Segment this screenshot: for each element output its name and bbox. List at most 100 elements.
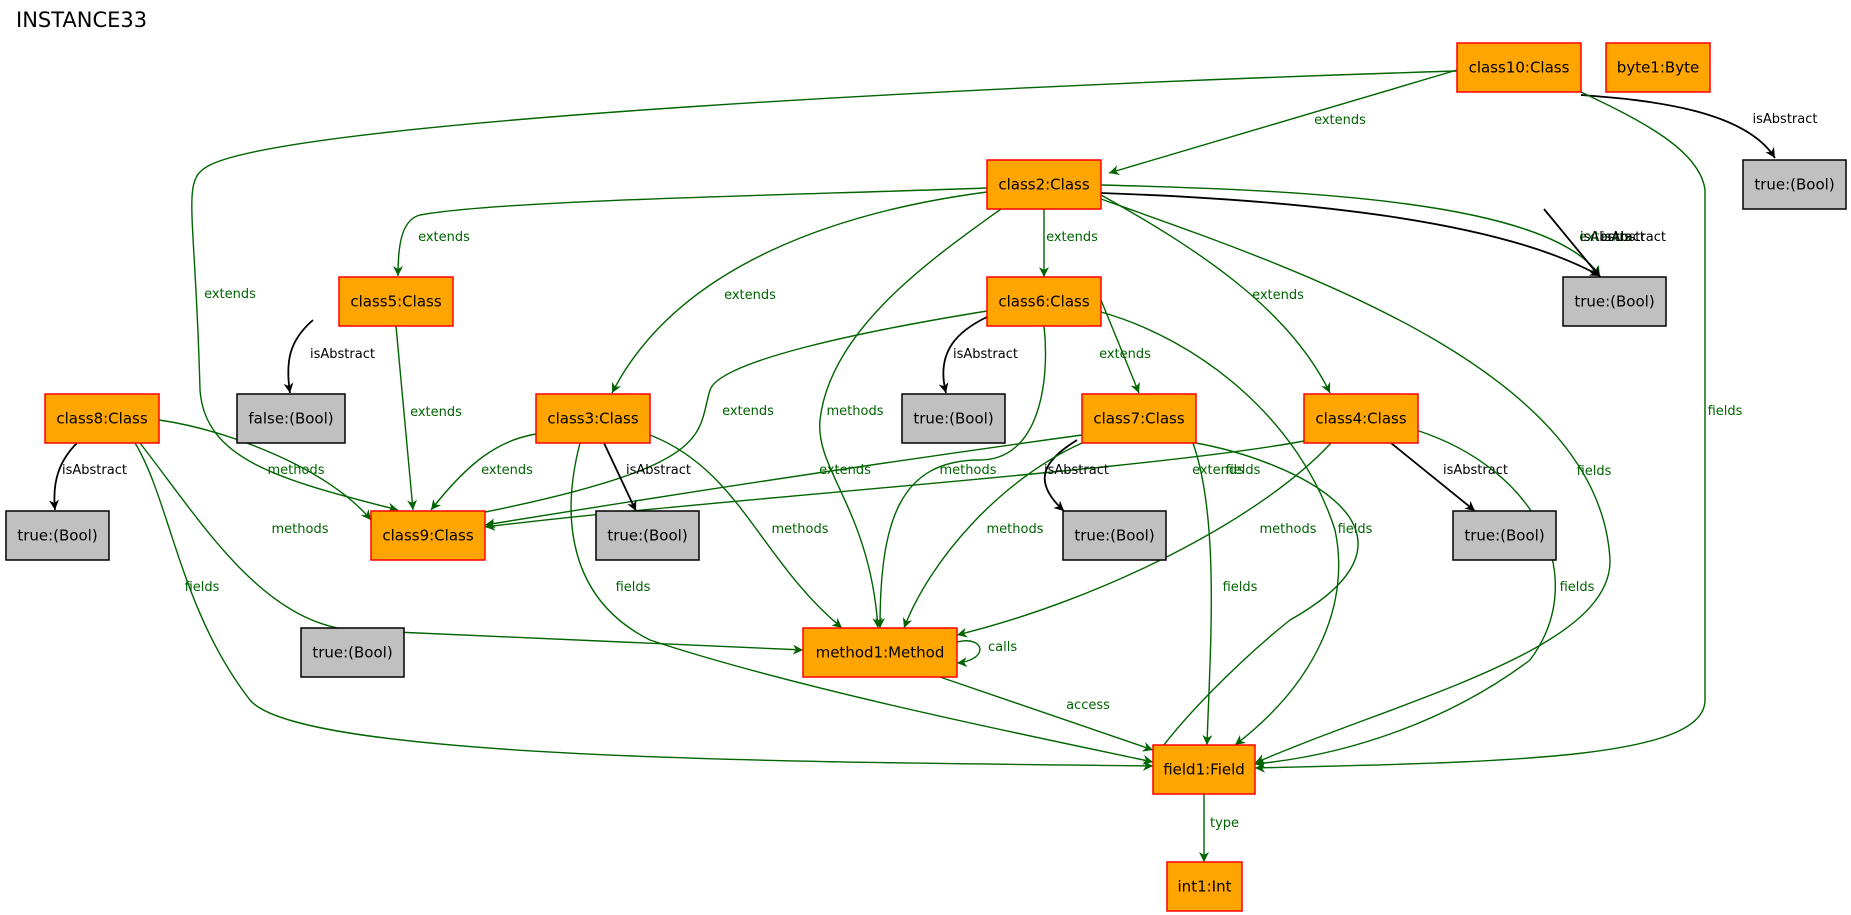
- edge-label: calls: [988, 640, 1017, 655]
- node-false1[interactable]: false:(Bool): [236, 393, 346, 444]
- edge-label: extends: [481, 463, 533, 478]
- node-class5[interactable]: class5:Class: [338, 276, 454, 327]
- node-box: [1452, 510, 1557, 561]
- node-label: byte1:Byte: [1617, 59, 1699, 77]
- edge-methods: [819, 208, 1002, 629]
- edge-fields: [1254, 429, 1556, 769]
- edge-extends: [1100, 194, 1331, 394]
- edge-label: extends: [1314, 113, 1366, 128]
- node-class4[interactable]: class4:Class: [1303, 393, 1419, 444]
- edge-extends: [1100, 184, 1601, 277]
- edge-label: isAbstract: [1601, 230, 1666, 245]
- node-method1[interactable]: method1:Method: [802, 627, 958, 678]
- node-box: [1081, 393, 1197, 444]
- edge-label: methods: [987, 522, 1044, 537]
- node-label: true:(Bool): [1754, 176, 1834, 194]
- node-true3[interactable]: true:(Bool): [901, 393, 1006, 444]
- diagram-title: INSTANCE33: [16, 8, 148, 32]
- node-box: [595, 510, 700, 561]
- edge-label: extends: [418, 230, 470, 245]
- edge-extends: [1108, 69, 1458, 175]
- node-class3[interactable]: class3:Class: [535, 393, 651, 444]
- edge-label: extends: [722, 404, 774, 419]
- node-true5[interactable]: true:(Bool): [595, 510, 700, 561]
- edge-label: methods: [827, 404, 884, 419]
- edge-isabstract: [1390, 442, 1476, 512]
- node-class8[interactable]: class8:Class: [44, 393, 160, 444]
- node-class6[interactable]: class6:Class: [986, 276, 1102, 327]
- node-true8[interactable]: true:(Bool): [300, 627, 405, 678]
- edge-label: isAbstract: [953, 347, 1018, 362]
- node-field1[interactable]: field1:Field: [1152, 744, 1256, 795]
- edge-label: extends: [724, 288, 776, 303]
- edge-isabstract: [49, 442, 78, 511]
- edge-label: fields: [616, 580, 651, 595]
- node-label: true:(Bool): [913, 410, 993, 428]
- edge-label: isAbstract: [626, 463, 691, 478]
- node-label: class4:Class: [1315, 410, 1406, 428]
- node-true7[interactable]: true:(Bool): [1452, 510, 1557, 561]
- edge-methods: [158, 419, 372, 521]
- edge-calls: [956, 640, 981, 668]
- node-box: [44, 393, 160, 444]
- edge-extends: [430, 433, 537, 511]
- edge-methods: [875, 325, 1047, 629]
- node-label: true:(Bool): [1074, 527, 1154, 545]
- edge-access: [939, 676, 1154, 752]
- edge-label: isAbstract: [1580, 230, 1645, 245]
- edge-fields: [570, 442, 1154, 765]
- node-label: true:(Bool): [1574, 293, 1654, 311]
- node-int1[interactable]: int1:Int: [1166, 861, 1243, 912]
- node-true2[interactable]: true:(Bool): [1562, 276, 1667, 327]
- node-class7[interactable]: class7:Class: [1081, 393, 1197, 444]
- node-box: [1605, 42, 1711, 93]
- edge-label: fields: [185, 580, 220, 595]
- node-box: [901, 393, 1006, 444]
- edge-isabstract: [1100, 192, 1601, 277]
- edge-fields: [1100, 311, 1340, 746]
- node-label: false:(Bool): [248, 410, 333, 428]
- edge-label: extends: [410, 405, 462, 420]
- edge-extends: [1100, 299, 1140, 394]
- node-box: [338, 276, 454, 327]
- edge-label: fields: [1708, 404, 1743, 419]
- edge-isabstract: [603, 442, 637, 512]
- node-box: [236, 393, 346, 444]
- node-class10[interactable]: class10:Class: [1456, 42, 1582, 93]
- edge-isabstract: [283, 319, 314, 394]
- node-true4[interactable]: true:(Bool): [5, 510, 110, 561]
- edge-isabstract: [1543, 208, 1601, 278]
- node-label: class3:Class: [547, 410, 638, 428]
- edge-label: methods: [1260, 522, 1317, 537]
- node-label: true:(Bool): [607, 527, 687, 545]
- node-box: [986, 276, 1102, 327]
- node-label: class6:Class: [998, 293, 1089, 311]
- edge-extends: [484, 434, 1083, 529]
- edge-label: methods: [272, 522, 329, 537]
- edge-label: extends: [1099, 347, 1151, 362]
- edge-fields: [134, 442, 1154, 771]
- edge-label: isAbstract: [310, 347, 375, 362]
- node-true6[interactable]: true:(Bool): [1062, 510, 1167, 561]
- edge-label: extends: [1046, 230, 1098, 245]
- node-box: [300, 627, 405, 678]
- edge-extends: [393, 187, 988, 277]
- node-box: [1303, 393, 1419, 444]
- edge-label: isAbstract: [1753, 112, 1818, 127]
- node-box: [986, 159, 1102, 210]
- edge-label: fields: [1577, 464, 1612, 479]
- node-box: [535, 393, 651, 444]
- node-class2[interactable]: class2:Class: [986, 159, 1102, 210]
- node-box: [1062, 510, 1167, 561]
- edge-extends: [484, 440, 1305, 531]
- node-box: [1742, 159, 1847, 210]
- node-label: int1:Int: [1178, 878, 1232, 896]
- edge-label: type: [1210, 816, 1239, 831]
- node-true1[interactable]: true:(Bool): [1742, 159, 1847, 210]
- node-box: [5, 510, 110, 561]
- edge-label: extends: [1579, 230, 1631, 245]
- node-class9[interactable]: class9:Class: [370, 510, 486, 561]
- edge-methods: [139, 442, 804, 655]
- node-byte1[interactable]: byte1:Byte: [1605, 42, 1711, 93]
